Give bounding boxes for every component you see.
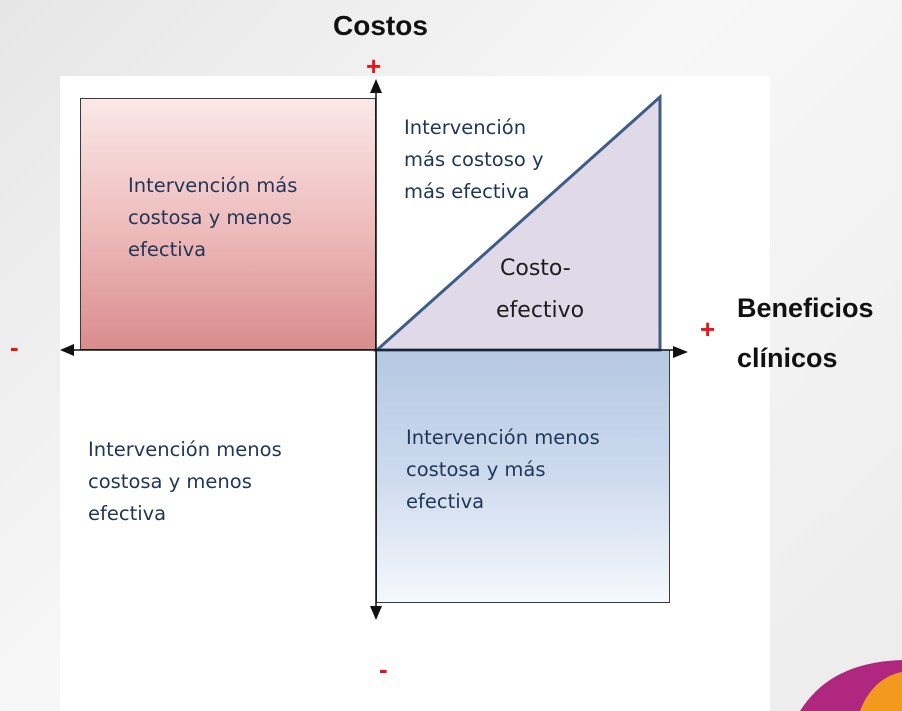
x-axis-minus-sign: - xyxy=(10,332,19,362)
quadrant-top-left-text: Intervención más costosa y menos efectiv… xyxy=(128,174,298,261)
x-axis-arrow-left xyxy=(60,344,74,356)
quadrant-bottom-right-text: Intervención menos costosa y más efectiv… xyxy=(406,426,600,513)
quadrant-top-right-text: Intervención más costoso y más efectiva xyxy=(404,116,544,203)
quadrant-costly-less-effective xyxy=(80,98,376,350)
x-axis-plus-sign: + xyxy=(700,314,716,344)
x-axis-arrow-right xyxy=(673,346,688,358)
y-axis-title: Costos xyxy=(333,10,428,41)
y-axis-minus-sign: - xyxy=(379,654,388,684)
y-axis-arrow-up xyxy=(370,79,382,93)
y-axis-arrow-down xyxy=(370,606,382,620)
x-axis-title-line1: Beneficios xyxy=(737,293,874,323)
quadrant-bottom-left-text: Intervención menos costosa y menos efect… xyxy=(88,438,282,525)
x-axis-title-line2: clínicos xyxy=(737,343,838,373)
triangle-label: Costo- efectivo xyxy=(496,256,585,323)
y-axis-plus-sign: + xyxy=(366,51,382,81)
